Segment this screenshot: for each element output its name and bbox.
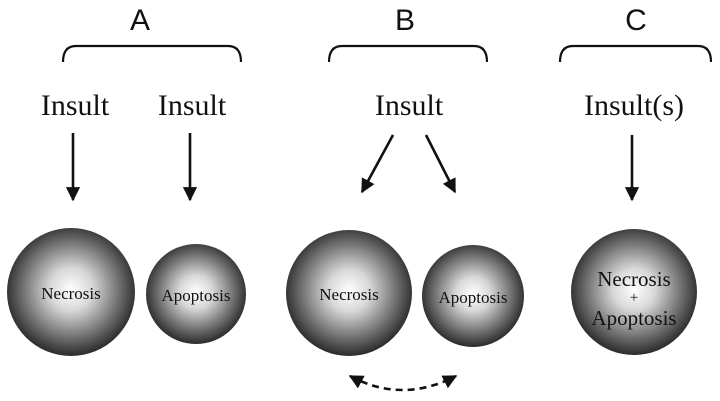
panel-c-letter: C (625, 4, 647, 37)
panel-b-interconversion-arrow (348, 374, 458, 392)
panel-c-necrosis-label: Necrosis (597, 267, 670, 291)
panel-c-apoptosis-label: Apoptosis (591, 306, 676, 330)
panel-b-apoptosis-label: Apoptosis (439, 288, 508, 307)
panel-a-apoptosis-label: Apoptosis (162, 286, 231, 305)
panel-a-insult-left: Insult (41, 89, 110, 122)
panel-b-apoptosis-cell (422, 245, 524, 347)
panel-a-apoptosis-cell (146, 244, 246, 344)
panel-a: A Insult Insult Necrosis Apoptosis (7, 4, 246, 356)
panel-c-plus-label: + (630, 290, 638, 306)
panel-b-insult: Insult (375, 89, 444, 122)
panel-b-necrosis-label: Necrosis (319, 285, 378, 304)
panel-b-necrosis-cell (286, 230, 412, 356)
panel-c-bracket (558, 44, 713, 63)
panel-b-letter: B (395, 4, 415, 37)
panel-a-necrosis-label: Necrosis (41, 284, 100, 303)
panel-c-combined-cell (571, 229, 697, 355)
panel-b-bracket (327, 44, 489, 63)
panel-b-arrow-left (360, 134, 395, 194)
panel-a-necrosis-cell (7, 228, 135, 356)
panel-a-letter: A (130, 4, 150, 37)
panel-c-insult: Insult(s) (584, 89, 684, 122)
panel-b: B Insult Necrosis Apoptosis (286, 4, 524, 392)
panel-b-arrow-right (424, 134, 457, 194)
panel-c: C Insult(s) Necrosis + Apoptosis (558, 4, 713, 355)
panel-a-insult-right: Insult (158, 89, 227, 122)
panel-a-bracket (61, 44, 243, 63)
